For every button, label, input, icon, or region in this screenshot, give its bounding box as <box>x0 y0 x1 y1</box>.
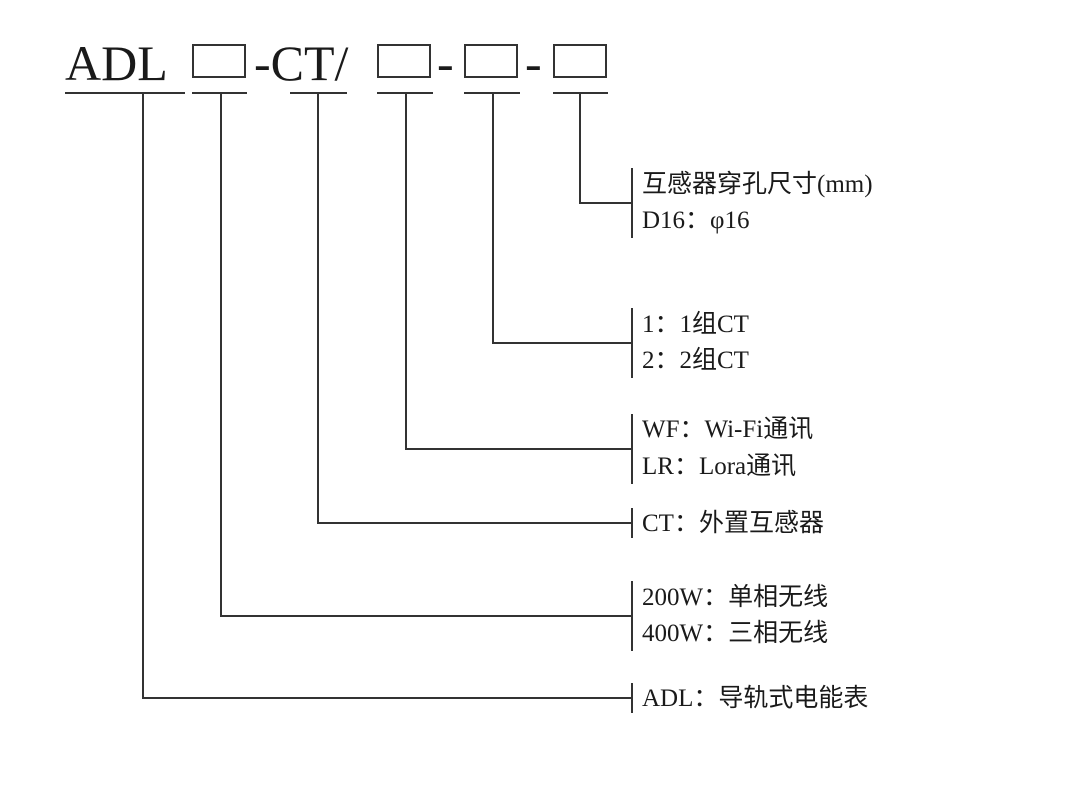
leader-ct-groups <box>492 93 632 344</box>
placeholder-box-ct-groups <box>464 44 518 78</box>
placeholder-box-power <box>192 44 246 78</box>
label-hole-size-title: 互感器穿孔尺寸(mm) <box>642 171 873 198</box>
leader-hole-size <box>579 93 632 204</box>
model-dash-2: - <box>525 35 542 91</box>
label-power-400w: 400W：三相无线 <box>642 620 829 647</box>
label-comm-lora: LR：Lora通讯 <box>642 453 797 480</box>
placeholder-box-hole-size <box>553 44 607 78</box>
label-ct-groups-2: 2：2组CT <box>642 347 749 374</box>
label-power-200w: 200W：单相无线 <box>642 584 829 611</box>
label-comm-wifi: WF：Wi-Fi通讯 <box>642 416 814 443</box>
model-prefix: ADL <box>65 35 168 91</box>
label-hole-size-d16: D16：φ16 <box>642 207 750 234</box>
label-ct-external: CT：外置互感器 <box>642 510 824 537</box>
model-dash-1: - <box>437 35 454 91</box>
label-adl-meter: ADL：导轨式电能表 <box>642 685 869 712</box>
label-ct-groups-1: 1：1组CT <box>642 311 749 338</box>
leader-adl <box>142 93 632 699</box>
leader-ct <box>317 93 632 524</box>
placeholder-box-comm <box>377 44 431 78</box>
model-ct-segment: -CT/ <box>254 35 349 91</box>
leader-power <box>220 93 632 617</box>
leader-comm <box>405 93 632 450</box>
